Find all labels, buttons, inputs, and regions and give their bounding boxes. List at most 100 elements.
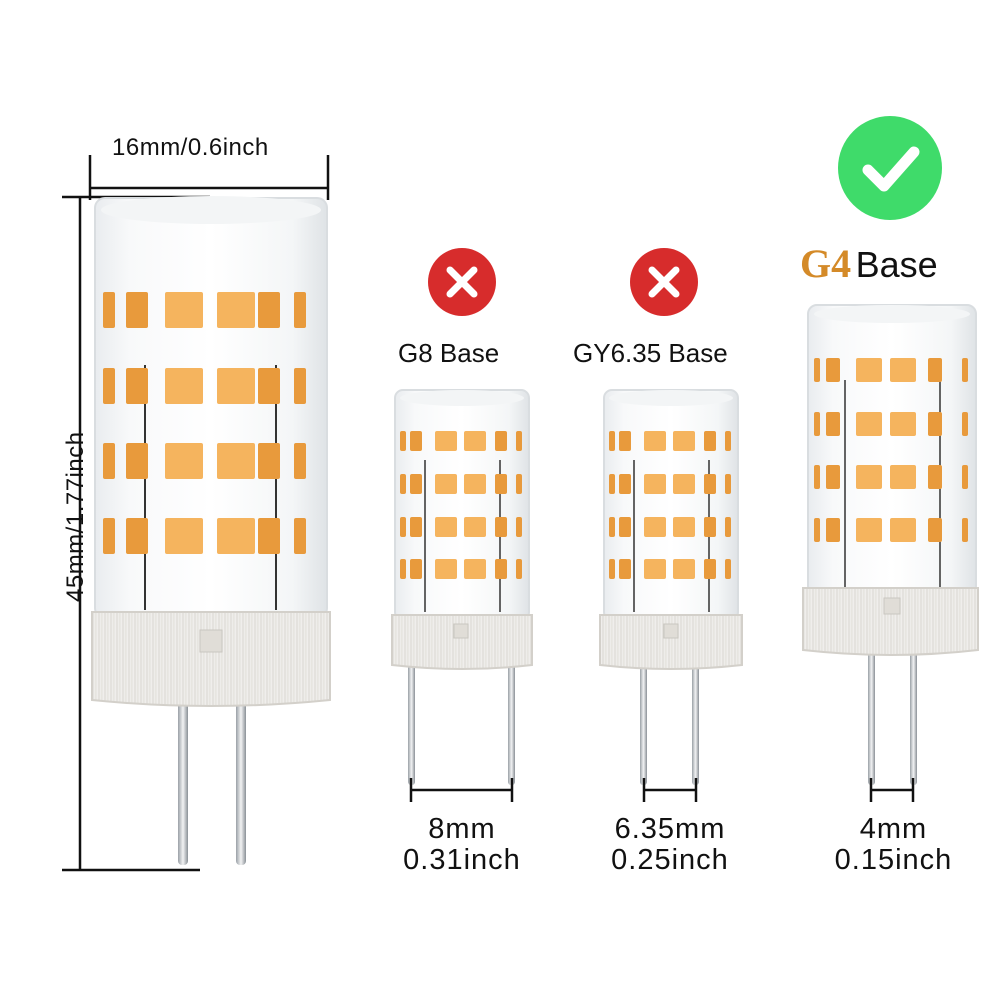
g4-base-label: G4 Base [800, 240, 938, 287]
led-chip [890, 465, 916, 489]
led-chip-side [294, 292, 306, 328]
led-chip-side [410, 559, 422, 579]
gy635-bulb-illustration [599, 389, 743, 785]
checkmark-icon [838, 116, 942, 220]
led-chip-side [814, 358, 820, 382]
led-chip-side [725, 559, 731, 579]
led-chip [435, 559, 457, 579]
led-chip [890, 412, 916, 436]
led-chip [435, 431, 457, 451]
led-chip-side [103, 368, 115, 404]
large-bulb-leds [103, 292, 306, 554]
led-chip-side [126, 368, 148, 404]
led-chip [217, 292, 255, 328]
led-chip-side [826, 358, 840, 382]
led-chip-side [928, 358, 942, 382]
led-chip [217, 368, 255, 404]
led-chip-side [814, 412, 820, 436]
led-chip-side [704, 474, 716, 494]
led-chip-side [962, 358, 968, 382]
led-chip-side [516, 517, 522, 537]
led-chip-side [400, 431, 406, 451]
led-chip-side [258, 292, 280, 328]
led-chip-side [294, 518, 306, 554]
led-chip-side [103, 292, 115, 328]
led-chip-side [103, 518, 115, 554]
x-mark-icon [428, 248, 496, 316]
g8-pin-mm: 8mm [428, 813, 496, 845]
led-chip [673, 431, 695, 451]
led-chip-side [609, 559, 615, 579]
g4-pin-inch: 0.15inch [834, 844, 953, 876]
large-bulb-illustration [91, 196, 331, 865]
led-chip-side [704, 431, 716, 451]
g8-pin-inch: 0.31inch [403, 844, 521, 876]
led-chip [165, 518, 203, 554]
g4-prefix: G4 [800, 241, 852, 286]
led-chip [856, 358, 882, 382]
width-dimension-label: 16mm/0.6inch [112, 134, 269, 161]
led-chip-side [928, 518, 942, 542]
led-chip [856, 412, 882, 436]
led-chip-side [725, 517, 731, 537]
led-chip [165, 368, 203, 404]
led-chip-side [495, 517, 507, 537]
led-chip-side [609, 517, 615, 537]
gy635-base-label: GY6.35 Base [573, 338, 728, 368]
led-chip-side [619, 474, 631, 494]
led-chip-side [258, 443, 280, 479]
pin-spacing-brackets [409, 778, 915, 802]
g4-bulb-illustration [802, 304, 979, 785]
led-chip-side [495, 474, 507, 494]
led-chip [644, 559, 666, 579]
led-chip-side [294, 443, 306, 479]
led-chip-side [609, 474, 615, 494]
led-chip-side [619, 559, 631, 579]
led-chip [464, 431, 486, 451]
led-chip-side [516, 559, 522, 579]
led-chip-side [725, 474, 731, 494]
led-chip-side [410, 474, 422, 494]
led-chip-side [928, 465, 942, 489]
led-chip-side [826, 412, 840, 436]
gy635-pin-spacing: 6.35mm 0.25inch [600, 814, 740, 876]
led-chip-side [704, 559, 716, 579]
led-chip-side [126, 443, 148, 479]
led-chip [165, 443, 203, 479]
g4-pin-spacing: 4mm 0.15inch [826, 814, 961, 876]
led-chip [890, 358, 916, 382]
led-chip-side [495, 559, 507, 579]
led-chip-side [258, 368, 280, 404]
led-chip-side [962, 412, 968, 436]
g8-bulb-illustration [391, 389, 533, 785]
led-chip-side [400, 474, 406, 494]
led-chip-side [516, 431, 522, 451]
led-chip-side [619, 431, 631, 451]
led-chip-side [410, 431, 422, 451]
led-chip-side [814, 518, 820, 542]
led-chip [464, 474, 486, 494]
led-chip [435, 474, 457, 494]
led-chip-side [704, 517, 716, 537]
led-chip-side [609, 431, 615, 451]
led-chip-side [962, 465, 968, 489]
led-chip-side [826, 518, 840, 542]
g8-pin-spacing: 8mm 0.31inch [402, 814, 522, 876]
led-chip [464, 559, 486, 579]
led-chip-side [126, 292, 148, 328]
led-chip [644, 474, 666, 494]
led-chip-side [516, 474, 522, 494]
led-chip-side [294, 368, 306, 404]
g4-suffix: Base [855, 244, 938, 285]
led-chip [890, 518, 916, 542]
led-chip-side [814, 465, 820, 489]
led-chip-side [928, 412, 942, 436]
led-chip-side [258, 518, 280, 554]
led-chip-side [826, 465, 840, 489]
led-chip [673, 559, 695, 579]
g8-base-label: G8 Base [398, 338, 500, 368]
led-chip-side [400, 517, 406, 537]
x-mark-icon [630, 248, 698, 316]
led-chip [856, 518, 882, 542]
